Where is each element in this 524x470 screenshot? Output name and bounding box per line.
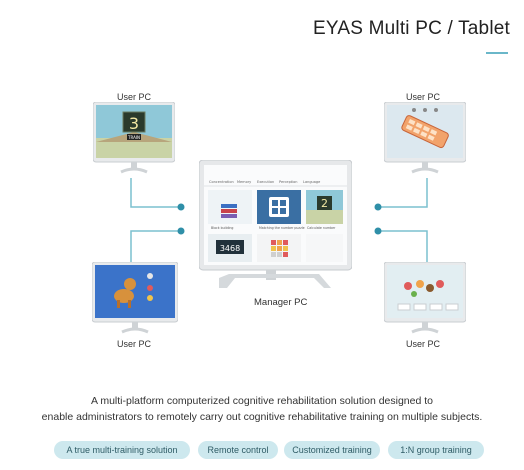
device-label-bottom-right: User PC [406, 339, 441, 349]
description-line: A multi-platform computerized cognitive … [90, 395, 434, 407]
countdown-number: 3 [129, 114, 139, 133]
manager-tab: Concentration [209, 180, 234, 184]
card-caption: Calculate number [307, 226, 336, 230]
card-caption: Matching the number puzzle [259, 226, 305, 230]
manager-tab: Perception [279, 180, 298, 184]
manager-tab: Language [303, 180, 320, 184]
countdown-badge: TRAIN [127, 135, 140, 140]
user-pc-bottom-left [91, 261, 179, 338]
page-title: EYAS Multi PC / Tablet [313, 18, 510, 39]
device-label-top-right: User PC [406, 92, 441, 102]
device-label-bottom-left: User PC [117, 339, 152, 349]
feature-pill-group-training: 1:N group training [388, 441, 484, 459]
connector-node [374, 203, 382, 211]
user-pc-top-left: 3 TRAIN [92, 101, 176, 178]
manager-pc: Concentration Memory Execution Perceptio… [198, 159, 353, 292]
card-badge-number: 2 [321, 197, 328, 210]
feature-pill-multi-training: A true multi-training solution [54, 441, 190, 459]
connector-bottom-right [378, 230, 428, 262]
connector-node [374, 227, 382, 235]
title-underline [486, 52, 508, 54]
description-line: enable administrators to remotely carry … [41, 411, 483, 423]
user-pc-top-right [383, 101, 467, 178]
connector-top-right [378, 178, 428, 208]
connector-node [177, 227, 185, 235]
device-label-top-left: User PC [117, 92, 152, 102]
card-caption: Block building [211, 226, 233, 230]
description: A multi-platform computerized cognitive … [20, 393, 504, 425]
manager-pc-label: Manager PC [254, 297, 308, 308]
connector-bottom-left [130, 230, 181, 262]
feature-pill-customized-training: Customized training [284, 441, 380, 459]
feature-pill-remote-control: Remote control [198, 441, 278, 459]
connector-top-left [130, 178, 181, 208]
card-number: 3468 [220, 244, 240, 253]
manager-tab: Memory [237, 180, 251, 184]
connector-node [177, 203, 185, 211]
user-pc-bottom-right [383, 261, 467, 338]
manager-tab: Execution [257, 180, 274, 184]
